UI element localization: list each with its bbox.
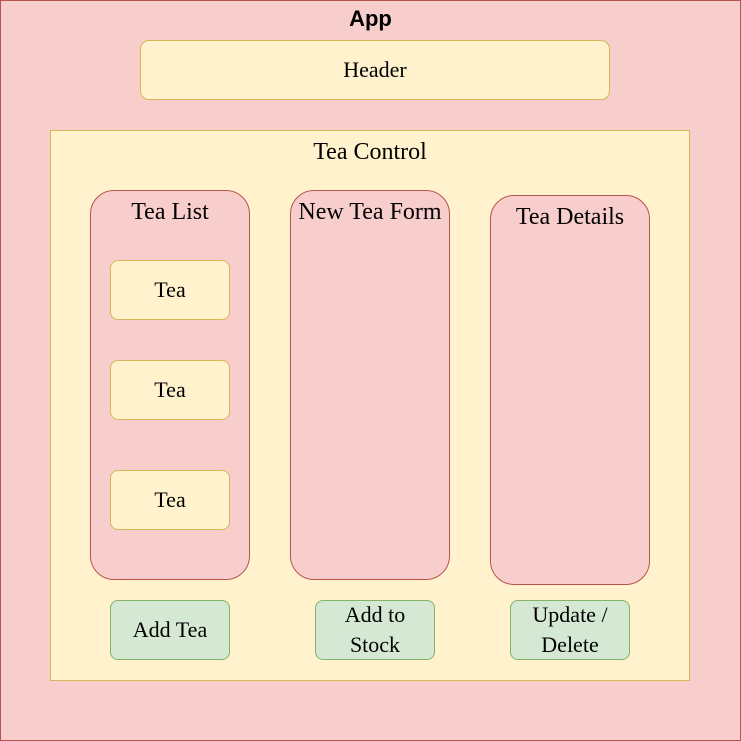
add-to-stock-label-line2: Stock (349, 632, 401, 657)
tea-details-title: Tea Details (515, 204, 625, 230)
tea-item: Tea (110, 260, 230, 320)
new-tea-form-title: New Tea Form (298, 199, 442, 225)
add-to-stock-box: Add to Stock (315, 600, 435, 660)
header-box: Header (140, 40, 610, 100)
tea-item: Tea (110, 360, 230, 420)
update-delete-label-line1: Update / (532, 602, 608, 627)
header-label: Header (343, 57, 407, 82)
tea-item-label: Tea (154, 377, 186, 402)
update-delete-box: Update / Delete (510, 600, 630, 660)
tea-item-label: Tea (154, 487, 186, 512)
tea-item: Tea (110, 470, 230, 530)
app-title: App (349, 6, 392, 31)
new-tea-form-panel (290, 190, 450, 580)
add-tea-label: Add Tea (132, 617, 208, 642)
update-delete-label-line2: Delete (541, 632, 599, 657)
tea-list-title: Tea List (131, 199, 209, 225)
tea-item-label: Tea (154, 277, 186, 302)
add-to-stock-label-line1: Add to (344, 602, 406, 627)
tea-details-panel (490, 195, 650, 585)
add-tea-box: Add Tea (110, 600, 230, 660)
tea-control-title: Tea Control (313, 139, 427, 165)
